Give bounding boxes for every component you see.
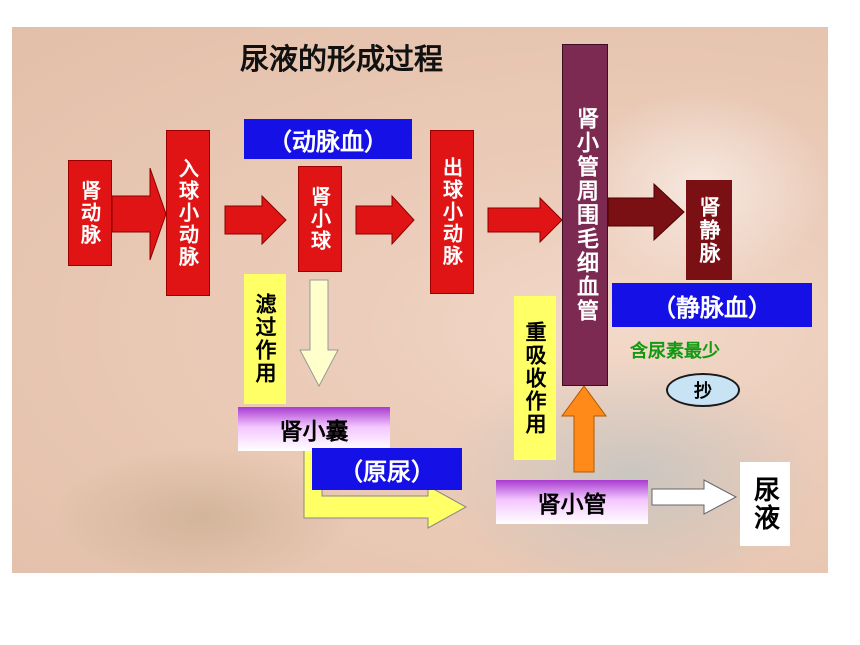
arrow-tubule-to-urine (651, 479, 738, 515)
arrow-efferent-to-capillary (487, 196, 563, 244)
arrow-renal-artery-to-afferent (111, 167, 167, 261)
arrow-afferent-to-glomerulus (224, 194, 287, 246)
label-reabsorption: 重吸收作用 (514, 296, 556, 460)
label-primary-urine: （原尿） (312, 448, 462, 490)
arrow-glomerulus-to-efferent (355, 194, 415, 246)
diagram-title: 尿液的形成过程 (240, 42, 444, 76)
oval-label: 抄 (666, 373, 740, 407)
box-bowman-capsule: 肾小囊 (238, 407, 390, 451)
box-afferent-arteriole: 入球小动脉 (166, 130, 210, 296)
background-swirl (52, 447, 352, 573)
arrow-capillary-to-vein (607, 182, 685, 242)
box-renal-artery: 肾动脉 (68, 160, 112, 266)
label-filtration: 滤过作用 (244, 274, 286, 404)
label-venous-blood: （静脉血） (612, 283, 812, 327)
arrow-filtration-down (299, 279, 339, 388)
box-efferent-arteriole: 出球小动脉 (430, 130, 474, 294)
box-glomerulus: 肾小球 (298, 166, 342, 272)
arrow-reabsorption-up (561, 385, 607, 473)
box-peritubular-capillary: 肾小管周围毛细血管 (562, 44, 608, 386)
label-arterial-blood: （动脉血） (244, 119, 412, 159)
box-urine: 尿液 (740, 462, 790, 546)
box-renal-vein: 肾静脉 (686, 180, 732, 280)
box-renal-tubule: 肾小管 (496, 480, 648, 524)
note-least-urea: 含尿素最少 (630, 341, 720, 362)
